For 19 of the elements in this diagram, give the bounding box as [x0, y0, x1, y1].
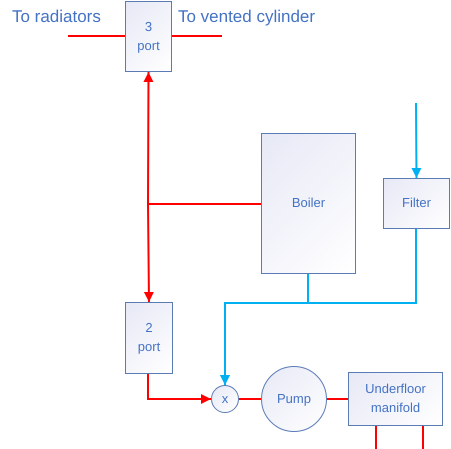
flow-arrow	[147, 374, 211, 404]
manifold-box: Underfloor manifold	[348, 372, 443, 426]
junction-circle: x	[211, 385, 239, 413]
pipe-line	[239, 398, 261, 400]
boiler-box: Boiler	[261, 133, 356, 274]
pipe-line	[327, 398, 348, 400]
pipe-label: To vented cylinder	[178, 7, 316, 27]
pipe-line	[375, 426, 377, 449]
valve-box: 2 port	[125, 302, 173, 374]
filter-box: Filter	[383, 178, 450, 229]
pipe-line	[422, 426, 424, 449]
pipe-line	[68, 35, 125, 37]
pipe-line	[172, 35, 222, 37]
flow-arrow	[220, 229, 417, 385]
valve-box: 3 port	[125, 1, 172, 72]
pump-circle: Pump	[261, 366, 327, 432]
flow-arrow	[144, 203, 261, 302]
flow-arrow	[411, 103, 422, 178]
pipe-label: To radiators	[12, 7, 101, 27]
